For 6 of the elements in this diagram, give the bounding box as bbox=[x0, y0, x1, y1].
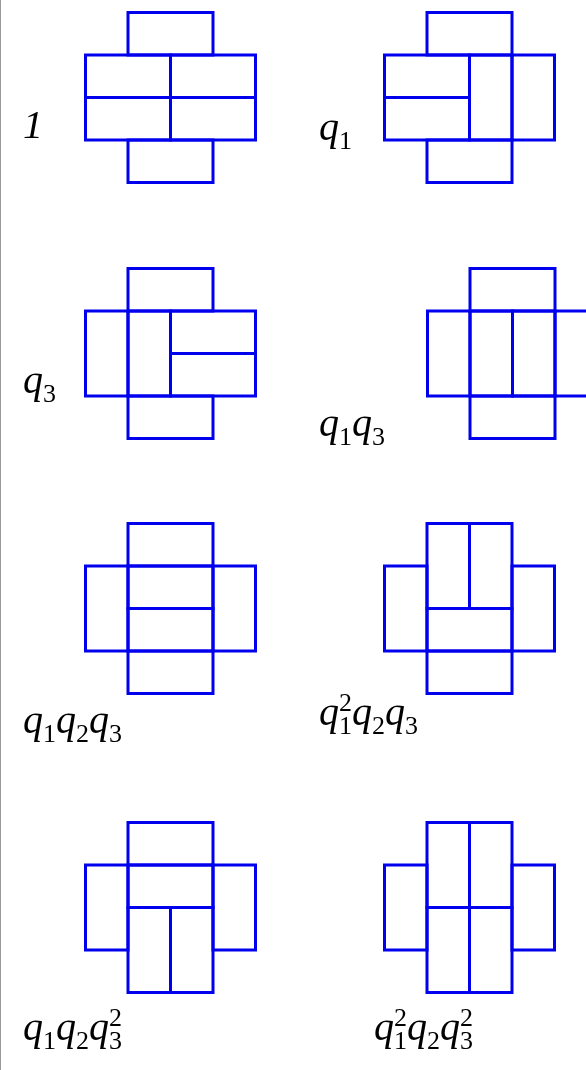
monomial-label: q$_{1}$q$_{3}$ bbox=[319, 403, 385, 450]
monomial-label: q$^{2}$$_{1}$q$_{2}$q$_{3}$ bbox=[319, 690, 418, 740]
monomial-label: q$_{1}$ bbox=[319, 107, 352, 154]
monomial-label: 1 bbox=[23, 105, 43, 145]
monomial-label: q$_{3}$ bbox=[23, 360, 56, 407]
monomial-label: q$_{1}$q$_{2}$q$_{3}$ bbox=[23, 700, 122, 747]
